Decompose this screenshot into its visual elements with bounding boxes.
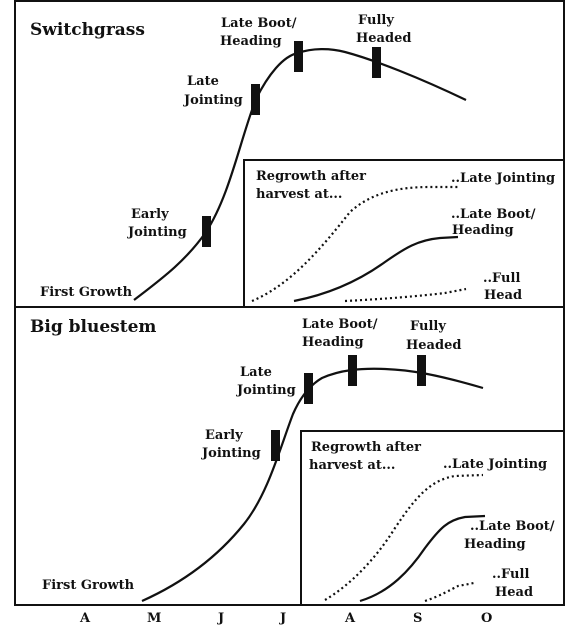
early-jointing-marker <box>271 430 280 461</box>
first-growth-label: First Growth <box>42 578 135 593</box>
inset-heading-2: harvest at... <box>309 458 395 473</box>
fully-headed-label-2: Headed <box>406 338 461 353</box>
inset-full-head-label-1: ..Full <box>483 271 520 286</box>
first-growth-label: First Growth <box>40 285 133 300</box>
fully-headed-marker <box>372 47 381 78</box>
inset-late-boot-label-2: Heading <box>452 223 514 238</box>
late-boot-label-2: Heading <box>220 34 282 49</box>
late-boot-label-2: Heading <box>302 335 364 350</box>
regrowth-late-jointing-curve <box>324 473 484 601</box>
fully-headed-label-1: Fully <box>358 13 394 28</box>
month-label: J <box>217 611 224 626</box>
late-jointing-label-1: Late <box>240 365 272 380</box>
late-jointing-label-2: Jointing <box>183 93 243 108</box>
regrowth-full-head-curve <box>344 287 467 303</box>
late-boot-marker <box>348 355 357 386</box>
inset-frame <box>300 430 565 606</box>
month-label: M <box>147 611 161 626</box>
regrowth-late-boot-curve <box>293 235 459 303</box>
regrowth-late-boot-curve <box>359 514 486 603</box>
month-label: O <box>481 611 492 626</box>
late-boot-marker <box>294 41 303 72</box>
panel-title: Switchgrass <box>30 20 145 40</box>
inset-full-head-label-2: Head <box>495 585 533 600</box>
regrowth-late-jointing-curve <box>251 185 458 303</box>
early-jointing-label-2: Jointing <box>201 446 261 461</box>
panel-switchgrass: Switchgrass First Growth Early Jointing … <box>30 13 565 308</box>
inset-heading-1: Regrowth after <box>256 169 366 184</box>
early-jointing-label-2: Jointing <box>127 225 187 240</box>
inset-frame <box>243 159 565 308</box>
late-jointing-label-2: Jointing <box>236 383 296 398</box>
late-boot-label-1: Late Boot/ <box>302 317 378 332</box>
fully-headed-label-2: Headed <box>356 31 411 46</box>
inset-full-head-label-2: Head <box>484 288 522 303</box>
panel-big-bluestem: Big bluestem First Growth Early Jointing… <box>30 317 565 606</box>
late-jointing-label-1: Late <box>187 74 219 89</box>
fully-headed-marker <box>417 355 426 386</box>
month-label: J <box>279 611 286 626</box>
inset-late-jointing-label: ..Late Jointing <box>443 457 547 472</box>
regrowth-full-head-curve <box>424 581 475 603</box>
inset-full-head-label-1: ..Full <box>492 567 529 582</box>
month-axis: A M J J A S O <box>79 611 492 626</box>
panel-title: Big bluestem <box>30 317 156 337</box>
month-label: A <box>344 611 356 626</box>
inset-heading-1: Regrowth after <box>311 440 421 455</box>
inset-late-jointing-label: ..Late Jointing <box>451 171 555 186</box>
month-label: S <box>413 611 422 626</box>
inset-late-boot-label-1: ..Late Boot/ <box>451 207 536 222</box>
first-growth-curve <box>133 48 467 301</box>
late-jointing-marker <box>304 373 313 404</box>
early-jointing-label-1: Early <box>205 428 243 443</box>
regrowth-inset: Regrowth after harvest at... ..Late Join… <box>243 159 565 308</box>
inset-late-boot-label-1: ..Late Boot/ <box>470 519 555 534</box>
inset-heading-2: harvest at... <box>256 187 342 202</box>
late-jointing-marker <box>251 84 260 115</box>
late-boot-label-1: Late Boot/ <box>221 16 297 31</box>
first-growth-curve <box>141 367 484 603</box>
regrowth-inset: Regrowth after harvest at... ..Late Join… <box>300 430 565 606</box>
month-label: A <box>79 611 91 626</box>
inset-late-boot-label-2: Heading <box>464 537 526 552</box>
early-jointing-marker <box>202 216 211 247</box>
early-jointing-label-1: Early <box>131 207 169 222</box>
fully-headed-label-1: Fully <box>410 319 446 334</box>
